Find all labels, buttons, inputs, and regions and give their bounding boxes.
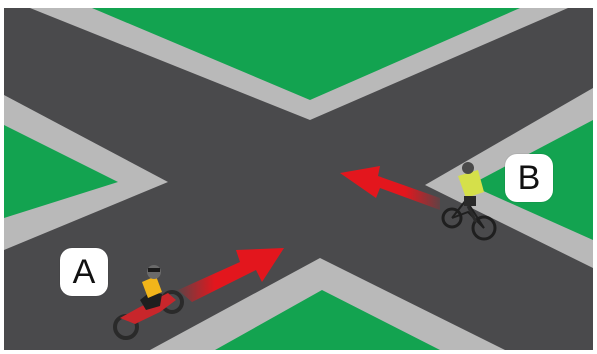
label-badge-a: A [60,248,108,296]
label-b-text: B [518,159,541,198]
label-badge-b: B [505,154,553,202]
label-a-text: A [73,253,96,292]
